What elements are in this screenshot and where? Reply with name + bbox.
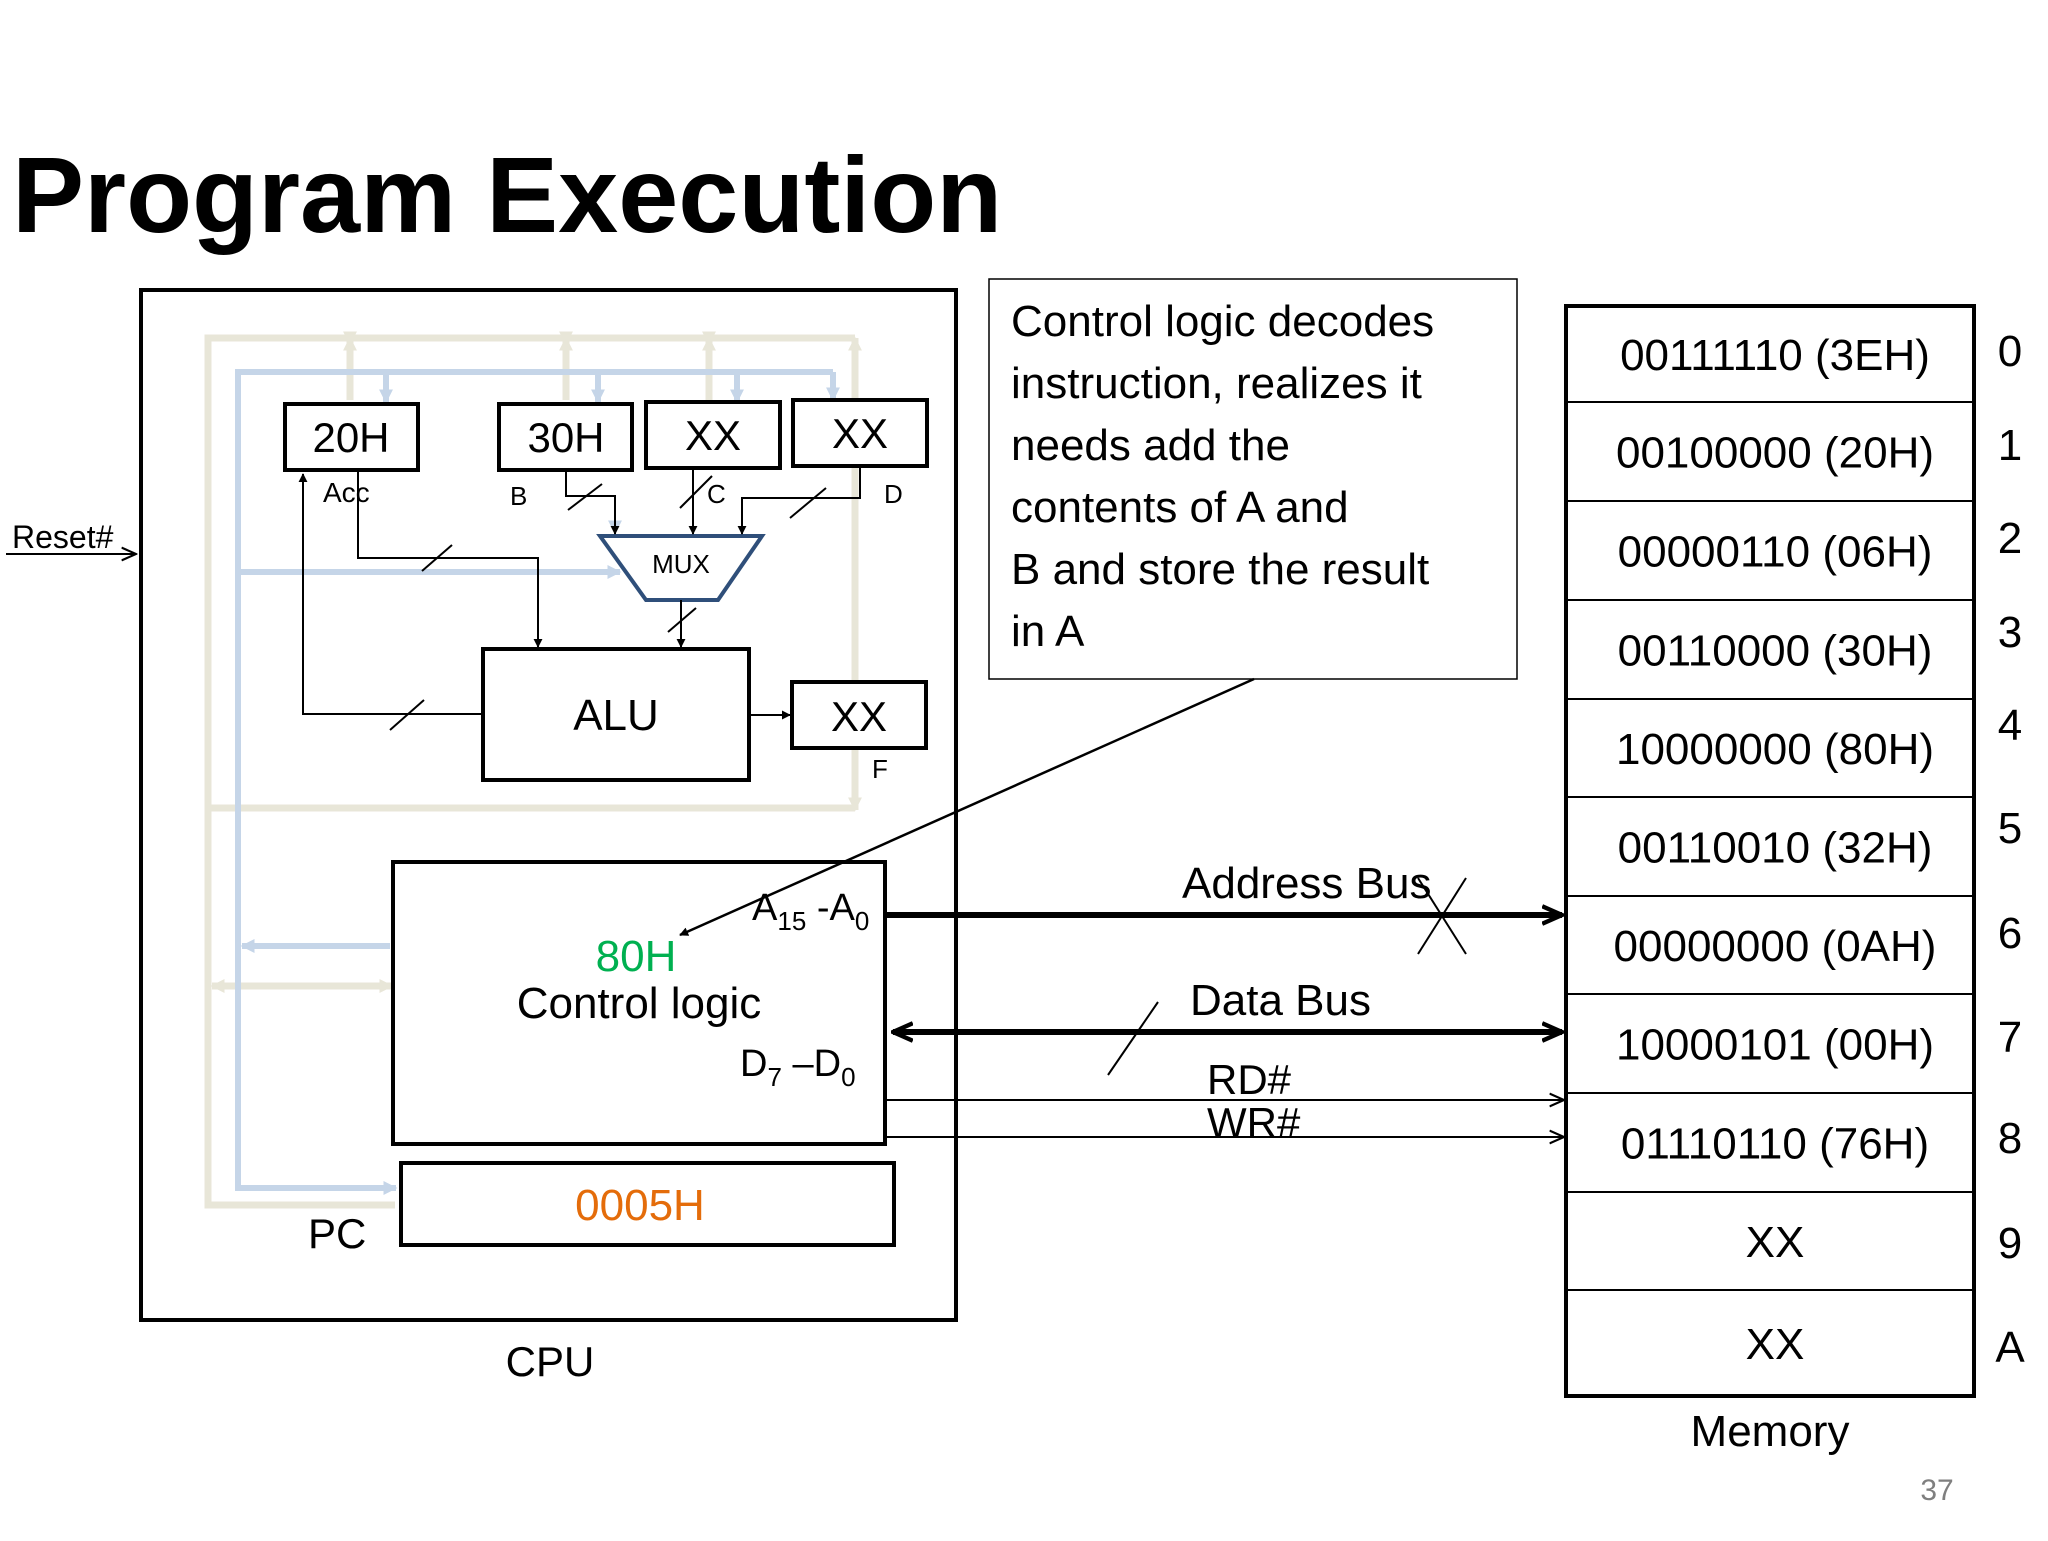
datapath-wires [6,468,861,731]
address-bus-label: Address Bus [1182,859,1431,908]
memory-address-label: 8 [1998,1114,2022,1163]
memory-address-label: 5 [1998,804,2022,853]
register-b: 30H B [497,402,634,511]
memory-address-label: 4 [1998,701,2022,750]
memory-cell-value: XX [1746,1320,1805,1369]
register-f: XX F [790,680,928,784]
memory-cell-value: 00111110 (3EH) [1620,331,1930,380]
callout-line: contents of A and [1011,483,1349,532]
cpu-label: CPU [506,1338,595,1385]
memory-cell-value: 00000000 (0AH) [1614,922,1937,971]
f-value: XX [831,693,887,740]
callout-line: needs add the [1011,421,1290,470]
b-label: B [510,481,527,511]
callout-line: instruction, realizes it [1011,359,1422,408]
memory-address-label: 9 [1998,1219,2022,1268]
callout-text: Control logic decodes instruction, realiz… [1011,297,1434,656]
alu-label: ALU [573,691,659,740]
acc-value: 20H [312,414,389,461]
data-bus-label: Data Bus [1190,976,1371,1025]
address-pins-label: A15 -A0 [752,887,869,936]
memory-cell-value: 00000110 (06H) [1618,528,1933,577]
memory-cell-value: 10000101 (00H) [1616,1021,1934,1070]
rd-label: RD# [1207,1056,1292,1103]
memory-cell-value: XX [1746,1218,1805,1267]
reset-label: Reset# [12,519,114,555]
d-value: XX [832,410,888,457]
memory-address-label: 2 [1998,514,2022,563]
register-d: XX D [791,398,929,509]
external-buses [885,877,1564,1137]
b-value: 30H [527,414,604,461]
pc-label: PC [308,1210,366,1257]
memory: 00111110 (3EH) 0 00100000 (20H) 1 00000110 (… [1564,304,2025,1398]
callout: Control logic decodes instruction, realiz… [679,278,1518,937]
program-counter: 0005H PC [308,1161,896,1257]
register-c: XX C [644,400,782,509]
memory-address-label: 1 [1998,421,2022,470]
memory-address-label: 0 [1998,327,2022,376]
memory-address-label: 6 [1998,909,2022,958]
page-title: Program Execution [12,134,1002,255]
c-label: C [707,479,726,509]
control-label: Control logic [517,979,762,1028]
control-value: 80H [596,932,677,981]
alu: ALU [481,647,751,782]
mux-label: MUX [652,549,710,579]
callout-line: in A [1011,607,1085,656]
memory-address-label: 3 [1998,608,2022,657]
wr-label: WR# [1207,1099,1301,1146]
memory-address-label: A [1995,1323,2025,1372]
memory-cell-value: 00100000 (20H) [1616,429,1934,478]
cpu-box [139,288,958,1322]
memory-address-label: 7 [1998,1013,2022,1062]
memory-cell-value: 00110010 (32H) [1618,824,1933,873]
control-logic: 80H Control logic A15 -A0 D7 –D0 [391,860,887,1146]
acc-label: Acc [323,477,370,508]
callout-line: Control logic decodes [1011,297,1434,346]
register-acc: 20H Acc [283,402,420,508]
memory-label: Memory [1691,1407,1850,1456]
f-label: F [872,754,888,784]
internal-bus-blue [235,369,840,1195]
data-pins-label: D7 –D0 [740,1043,856,1092]
page-number: 37 [1920,1474,1953,1507]
callout-line: B and store the result [1011,545,1429,594]
memory-cell-value: 00110000 (30H) [1618,627,1933,676]
c-value: XX [685,412,741,459]
pc-value: 0005H [575,1181,705,1230]
memory-cell-value: 10000000 (80H) [1616,725,1934,774]
d-label: D [884,479,903,509]
memory-cell-value: 01110110 (76H) [1621,1120,1929,1169]
mux: MUX [596,534,766,602]
